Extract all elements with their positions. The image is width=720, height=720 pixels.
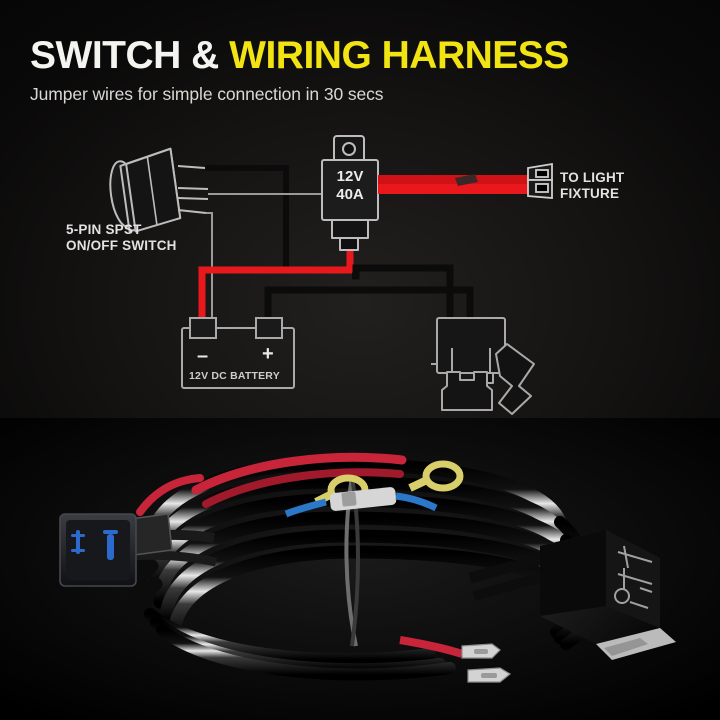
wire-grey-switch-to-battery: [206, 212, 213, 328]
page-subtitle: Jumper wires for simple connection in 30…: [30, 84, 384, 104]
wire-black-switch-to-relay: [205, 165, 289, 268]
battery-graphic: [181, 317, 295, 389]
light-connector-graphic: [527, 162, 553, 199]
battery-positive-terminal: +: [262, 343, 274, 365]
red-power-wire: [136, 452, 407, 516]
relay-rating-label: 12V 40A: [336, 168, 364, 203]
battery-negative-terminal: –: [197, 345, 209, 367]
wire-black-battery-to-fuse: [264, 286, 474, 330]
title-part-yellow: WIRING HARNESS: [229, 34, 569, 77]
wire-red-to-light: [378, 174, 528, 194]
battery-label: 12V DC BATTERY: [189, 370, 280, 382]
relay-printed-diagram: [614, 545, 653, 609]
wire-black-relay-branch: [352, 264, 454, 318]
fuse-puller-graphic: [495, 343, 535, 415]
switch-graphic: [109, 147, 182, 233]
switch-led-indicator: [71, 530, 118, 560]
switch-label: 5-PIN SPST ON/OFF SWITCH: [66, 222, 177, 254]
product-photo-svg: [0, 418, 720, 720]
rocker-switch-product: [59, 513, 218, 587]
relay-product: [468, 530, 676, 660]
wire-red-battery-to-relay: [198, 250, 354, 330]
wiring-diagram: 5-PIN SPST ON/OFF SWITCH 12V 40A TO LIGH…: [0, 118, 720, 428]
inline-fuse-holder: [284, 487, 438, 518]
light-fixture-label: TO LIGHT FIXTURE: [560, 170, 625, 202]
page-title: SWITCH & WIRING HARNESS: [30, 36, 690, 75]
fuse-holder-graphic: [431, 317, 506, 384]
relay-graphic: [321, 135, 379, 251]
wiring-diagram-svg: [109, 135, 553, 415]
spade-terminals: [399, 636, 512, 683]
title-part-white: SWITCH &: [30, 34, 219, 77]
header: SWITCH & WIRING HARNESS Jumper wires for…: [30, 36, 690, 105]
switch-pins: [177, 165, 209, 214]
product-photo: [0, 418, 720, 720]
blade-fuse-graphic: [441, 371, 493, 411]
